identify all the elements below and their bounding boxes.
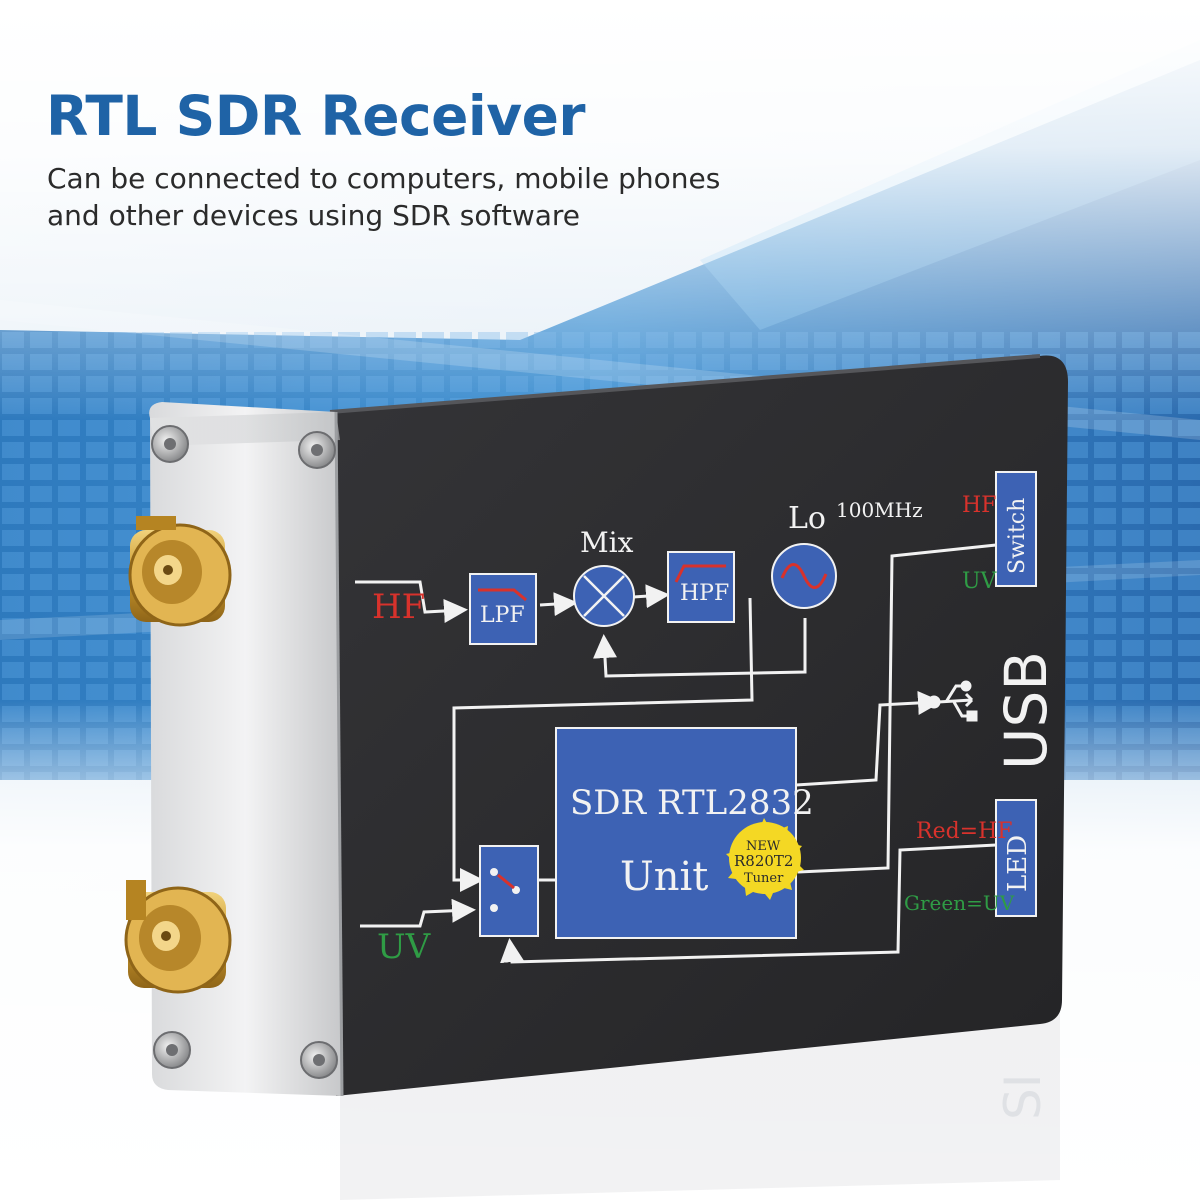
hpf-block: HPF (667, 551, 735, 623)
sma-connector-hf (128, 516, 232, 627)
svg-text:UV: UV (962, 569, 998, 594)
screw-icon (151, 425, 338, 1079)
sma-connector-uv (124, 880, 232, 994)
svg-text:Mix: Mix (580, 526, 634, 559)
subtitle-line-1: Can be connected to computers, mobile ph… (47, 162, 721, 195)
page-subtitle: Can be connected to computers, mobile ph… (47, 160, 767, 234)
svg-text:100MHz: 100MHz (836, 498, 923, 522)
svg-text:Lo: Lo (788, 501, 826, 536)
svg-text:Red=HF: Red=HF (916, 819, 1013, 844)
input-switch-block (479, 845, 539, 937)
svg-text:LPF: LPF (480, 603, 525, 628)
led-box: LED Red=HF Green=UV (904, 799, 1037, 917)
switch-box: Switch HF UV (962, 471, 1037, 594)
device-panel (330, 355, 1068, 1096)
svg-text:Unit: Unit (620, 854, 708, 900)
mixer-block: Mix (573, 526, 635, 627)
svg-text:HPF: HPF (680, 581, 729, 606)
input-hf-label: HF (372, 587, 425, 627)
svg-text:LED: LED (1003, 835, 1033, 892)
block-diagram (355, 543, 997, 964)
svg-text:Green=UV: Green=UV (904, 891, 1015, 915)
lpf-block: LPF (469, 573, 537, 645)
svg-text:R820T2: R820T2 (734, 852, 793, 870)
svg-text:HF: HF (962, 493, 996, 518)
svg-text:Switch: Switch (1005, 498, 1030, 574)
tuner-badge: NEW R820T2 Tuner (726, 818, 804, 900)
svg-text:Tuner: Tuner (744, 871, 784, 886)
svg-text:SI: SI (994, 1074, 1052, 1120)
local-oscillator-block: Lo 100MHz (771, 498, 923, 609)
input-uv-label: UV (377, 927, 432, 967)
usb-label: USB (992, 651, 1060, 770)
page-title: RTL SDR Receiver (46, 84, 586, 148)
subtitle-line-2: and other devices using SDR software (47, 199, 580, 232)
svg-text:SDR RTL2832: SDR RTL2832 (570, 783, 814, 823)
usb-icon (927, 680, 978, 722)
svg-text:NEW: NEW (746, 839, 781, 854)
